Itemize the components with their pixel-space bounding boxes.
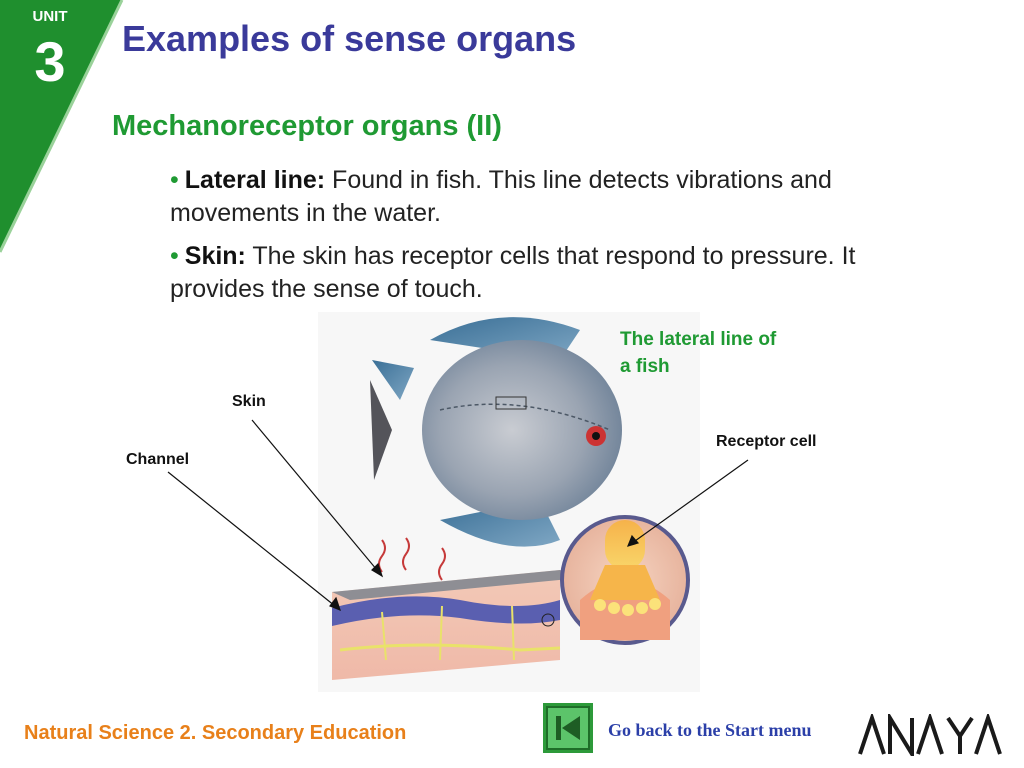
unit-label: UNIT [32, 8, 68, 25]
unit-corner-banner [0, 0, 124, 253]
bullet-term: Lateral line: [184, 166, 326, 194]
bullet-lateral-line: •Lateral line: Found in fish. This line … [170, 164, 890, 230]
bullet-text: Found in fish. This line detects vibrati… [170, 166, 832, 227]
bullet-text: The skin has receptor cells that respond… [170, 242, 856, 303]
bullet-term: Skin: [184, 242, 246, 270]
label-receptor-cell: Receptor cell [716, 433, 817, 450]
skin-cross-section [332, 537, 580, 680]
bullet-list: •Lateral line: Found in fish. This line … [170, 164, 890, 316]
bullet-dot-icon: • [170, 242, 179, 270]
back-to-start-link[interactable]: Go back to the Start menu [608, 720, 812, 740]
bullet-dot-icon: • [170, 166, 179, 194]
back-to-start-button[interactable] [543, 703, 593, 753]
fish-drawing [370, 317, 622, 547]
page-title: Examples of sense organs [122, 18, 577, 59]
course-footer: Natural Science 2. Secondary Education [24, 722, 407, 744]
bullet-skin: •Skin: The skin has receptor cells that … [170, 240, 890, 306]
anaya-logo [858, 714, 1002, 756]
label-skin: Skin [232, 393, 266, 410]
skip-back-icon [556, 716, 580, 740]
unit-number: 3 [34, 30, 66, 93]
section-subtitle: Mechanoreceptor organs (II) [112, 110, 502, 142]
callout-lines [167, 419, 749, 612]
label-channel: Channel [126, 451, 190, 468]
figure-caption: The lateral line of a fish [620, 329, 777, 377]
receptor-magnifier [560, 515, 690, 645]
